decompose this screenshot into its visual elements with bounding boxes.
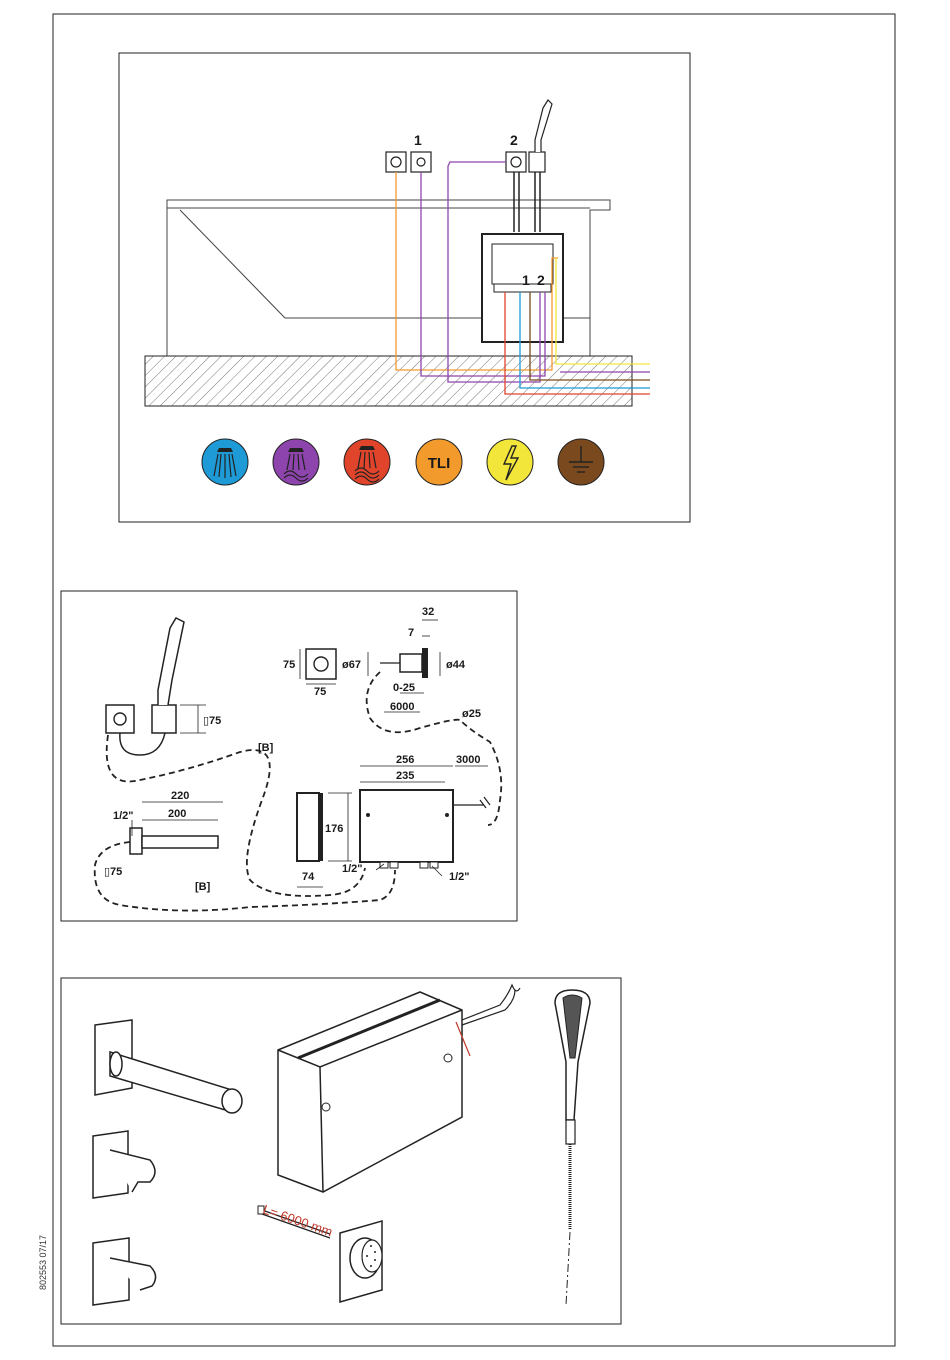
port-label-2: 2 [537, 272, 545, 288]
outlet-label-2: 2 [510, 132, 518, 148]
dimension-diagram: ▯75 [B] 75 75 32 7 ø67 ø44 0-25 6000 ø25 [61, 591, 517, 921]
dim-half2: 1/2" [342, 863, 363, 875]
hot-water-symbol [344, 439, 390, 485]
dim-6000: 6000 [390, 701, 414, 713]
hand-shower-icon [535, 100, 552, 152]
outlet-label-1: 1 [414, 132, 422, 148]
cable-length-label: L= 6000 mm [261, 1202, 335, 1240]
dim-74: 74 [302, 871, 315, 883]
dim-220: 220 [171, 790, 189, 802]
dim-67: ø67 [342, 659, 361, 671]
shower-holder-plate [152, 705, 176, 733]
hand-shower-icon-2 [158, 618, 184, 705]
shower-holder [529, 152, 545, 172]
label-b1: [B] [258, 742, 274, 754]
dim-176: 176 [325, 823, 343, 835]
label-b2: [B] [195, 881, 211, 893]
installation-diagram: 1 2 1 2 [119, 53, 690, 522]
outlet-2a [506, 152, 526, 172]
dim-3000: 3000 [456, 754, 480, 766]
knob-side-view [400, 654, 422, 672]
control-box-side [297, 793, 319, 861]
tli-text: TLI [428, 455, 451, 472]
dim-7: 7 [408, 627, 414, 639]
tli-symbol: TLI [416, 439, 462, 485]
dim-half3: 1/2" [449, 871, 470, 883]
dim-75a: 75 [283, 659, 295, 671]
dim-sq75b: ▯75 [104, 866, 122, 878]
control-plate [306, 649, 336, 679]
dim-75b: 75 [314, 686, 326, 698]
earth-symbol [558, 439, 604, 485]
shower-outlet-plate [106, 705, 134, 733]
dim-44: ø44 [446, 659, 466, 671]
hose-centerline [566, 1232, 570, 1305]
dim-half1: 1/2" [113, 810, 134, 822]
dim-0-25: 0-25 [393, 682, 415, 694]
dim-235: 235 [396, 770, 414, 782]
spout-pipe [142, 836, 218, 848]
control-box-front [360, 790, 453, 862]
product-view: L= 6000 mm [61, 978, 621, 1324]
warm-water-symbol [273, 439, 319, 485]
dim-sq75a: ▯75 [203, 715, 221, 727]
power-symbol [487, 439, 533, 485]
cable-b-upper [107, 735, 365, 896]
page-frame [53, 14, 895, 1346]
dim-25: ø25 [462, 708, 481, 720]
dim-256: 256 [396, 754, 414, 766]
power-line [556, 258, 650, 364]
port-label-1: 1 [522, 272, 530, 288]
dim-32: 32 [422, 606, 434, 618]
control-box-3d [278, 992, 462, 1192]
outlet-1a [386, 152, 406, 172]
outlet-1b [411, 152, 431, 172]
dim-200: 200 [168, 808, 186, 820]
cold-water-symbol [202, 439, 248, 485]
